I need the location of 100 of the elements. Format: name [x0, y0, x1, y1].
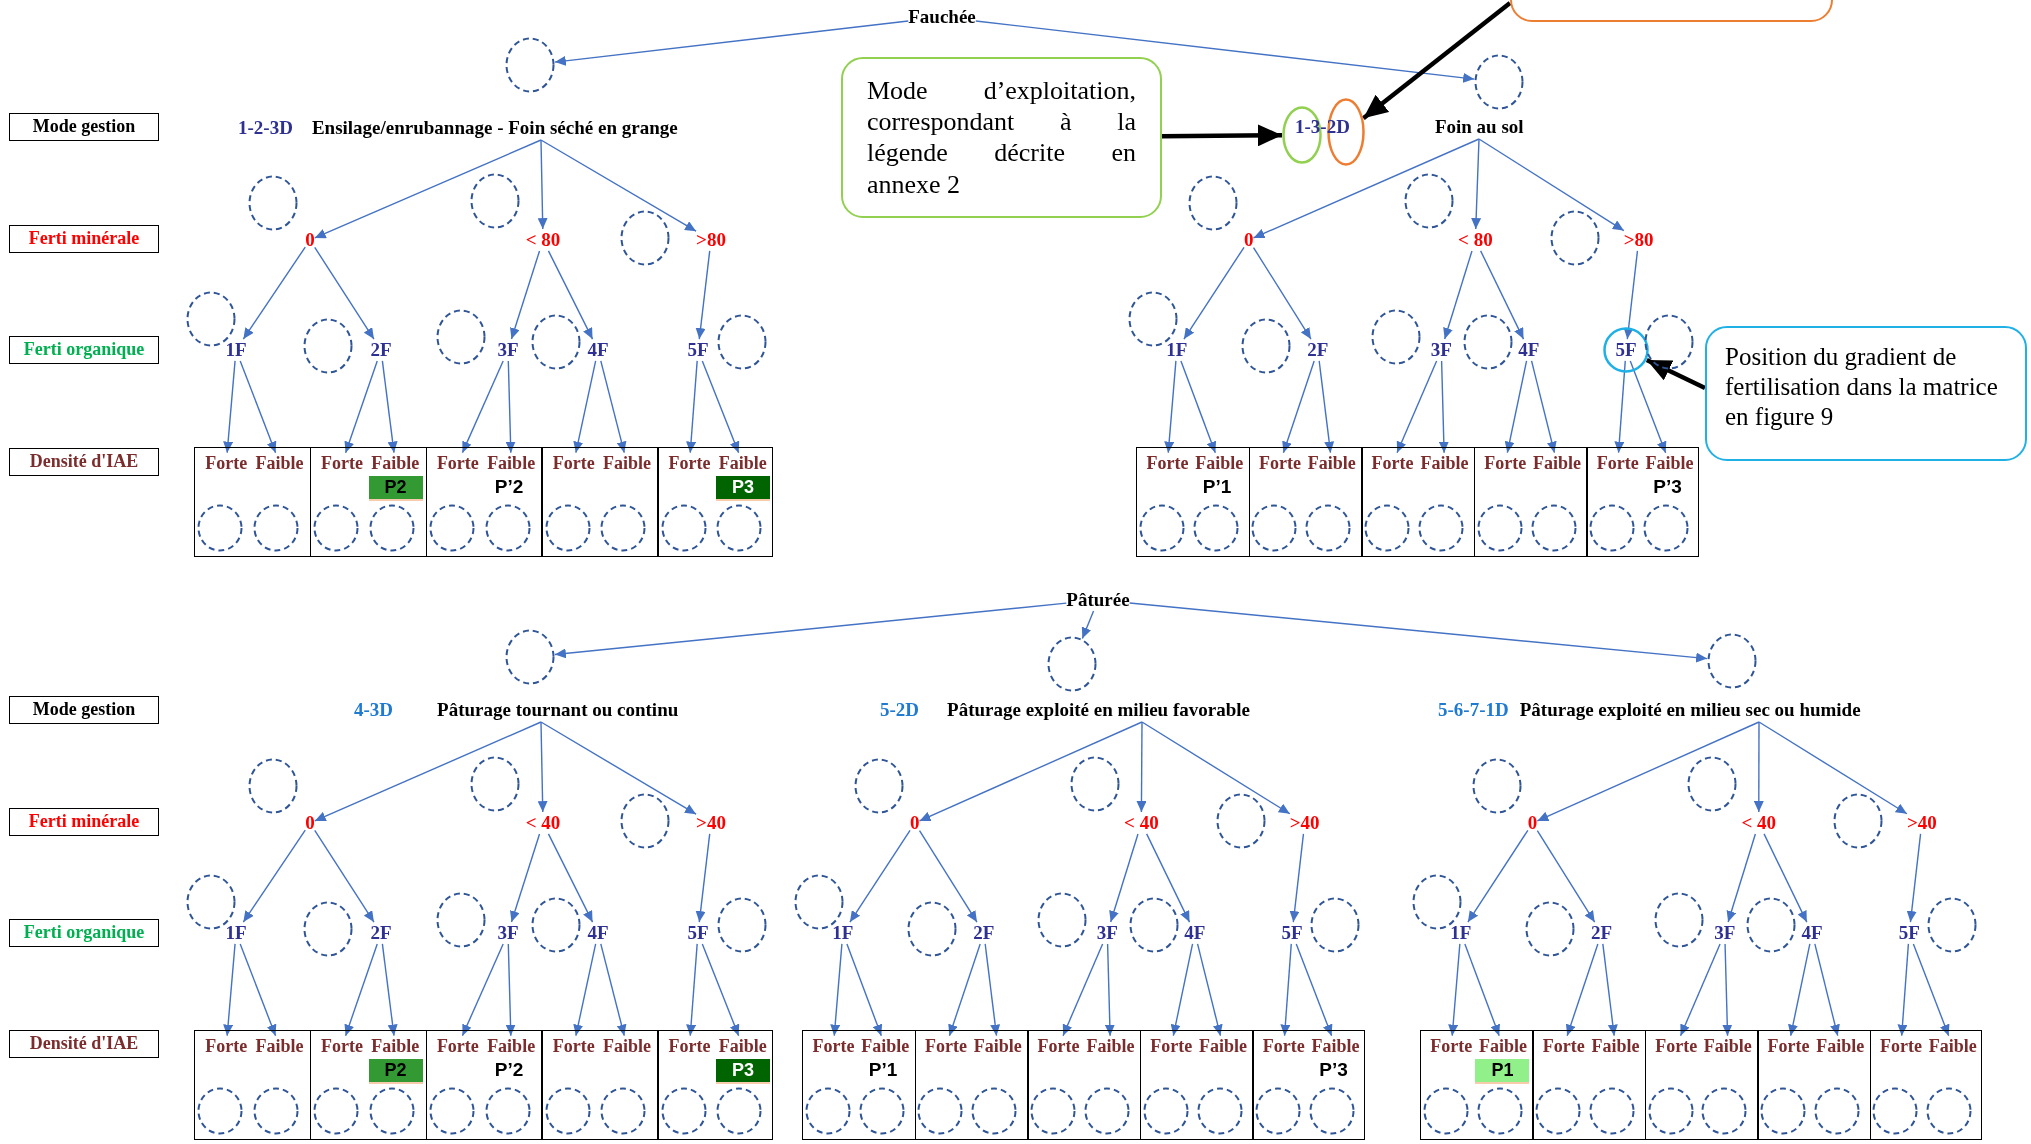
arrow	[314, 721, 542, 822]
arrow	[1438, 360, 1449, 454]
dashed-circle	[1647, 1087, 1694, 1135]
organic-fertilization-label: 2F	[1307, 339, 1329, 361]
arrow	[554, 602, 1068, 659]
arrow	[1758, 721, 1908, 815]
mode-code: 4-3D	[354, 698, 394, 722]
arrow	[695, 833, 711, 923]
organic-fertilization-label: 4F	[1518, 339, 1540, 361]
density-level-label: Faible	[602, 1035, 651, 1057]
dashed-circle	[1196, 1087, 1243, 1135]
dashed-circle	[1138, 504, 1185, 552]
arrow	[505, 360, 516, 454]
arrow	[314, 139, 542, 239]
arrow	[1602, 943, 1618, 1037]
arrow	[1280, 943, 1292, 1037]
arrow	[537, 721, 548, 813]
density-table	[1420, 1030, 1982, 1140]
arrow	[1467, 829, 1529, 923]
dashed-circle	[1422, 1087, 1469, 1135]
highlight-circle	[1603, 327, 1650, 373]
dashed-circle	[313, 504, 360, 552]
arrow	[600, 943, 627, 1037]
arrow	[1170, 943, 1194, 1037]
arrow	[242, 829, 306, 923]
density-level-label: Forte	[1542, 1035, 1585, 1057]
dashed-circle	[1084, 1087, 1130, 1135]
dashed-circle	[470, 173, 520, 229]
mineral-fertilization-label: >80	[1623, 229, 1654, 251]
category-label: Ferti minérale	[9, 808, 159, 836]
density-level-label: Forte	[1655, 1035, 1698, 1057]
arrow	[1478, 138, 1625, 232]
arrow	[1081, 610, 1095, 640]
density-level-label: Forte	[1262, 1035, 1305, 1057]
density-table	[802, 1030, 1365, 1140]
dashed-circle	[1643, 314, 1694, 370]
organic-fertilization-label: 4F	[1801, 922, 1823, 944]
category-label: Ferti organique	[9, 919, 159, 947]
dashed-circle	[1047, 636, 1097, 692]
density-level-label: Forte	[1150, 1035, 1193, 1057]
dashed-circle	[1643, 504, 1690, 552]
plot-badge: P2	[368, 1059, 423, 1084]
dashed-circle	[1187, 175, 1238, 231]
arrow	[1623, 250, 1639, 340]
branch-label: Fauchée	[908, 6, 976, 28]
density-level-label: Forte	[436, 452, 479, 474]
arrow	[830, 943, 843, 1037]
density-level-label: Forte	[321, 452, 364, 474]
arrow	[381, 360, 398, 454]
category-label: Densité d'IAE	[9, 448, 159, 476]
mineral-fertilization-label: < 40	[1124, 812, 1159, 834]
density-table	[1136, 447, 1699, 557]
arrow	[314, 246, 375, 340]
arrow	[540, 139, 697, 232]
density-level-label: Faible	[487, 1035, 536, 1057]
dashed-circle	[1418, 504, 1464, 552]
arrow	[554, 20, 909, 66]
mineral-fertilization-label: < 40	[1741, 812, 1777, 834]
arrow	[686, 360, 698, 454]
arrow	[1536, 721, 1760, 822]
density-level-label: Faible	[1645, 452, 1694, 474]
arrow	[1479, 250, 1525, 340]
organic-fertilization-label: 1F	[225, 922, 247, 944]
dashed-circle	[971, 1087, 1018, 1135]
plot-label: P’1	[1202, 476, 1232, 498]
organic-fertilization-label: 3F	[1714, 922, 1736, 944]
arrow	[510, 250, 541, 340]
density-level-label: Faible	[487, 452, 536, 474]
arrow	[1252, 138, 1480, 239]
dashed-circle	[505, 37, 555, 93]
organic-fertilization-label: 5F	[1281, 922, 1303, 944]
density-level-label: Forte	[1484, 452, 1527, 474]
density-table	[194, 1030, 773, 1140]
dashed-circle	[917, 1087, 964, 1135]
arrow	[1318, 360, 1335, 454]
arrow	[1679, 943, 1721, 1037]
density-level-label: Forte	[1596, 452, 1639, 474]
organic-fertilization-label: 1F	[225, 339, 247, 361]
density-level-label: Faible	[973, 1035, 1022, 1057]
organic-fertilization-label: 2F	[1590, 922, 1613, 944]
arrow	[1504, 360, 1528, 454]
dashed-circle	[1309, 1087, 1356, 1135]
density-level-label: Faible	[255, 452, 304, 474]
dashed-circle	[858, 1087, 905, 1135]
dashed-circle	[313, 1087, 360, 1135]
dashed-circle	[368, 1087, 415, 1135]
dashed-circle	[253, 1087, 300, 1135]
dashed-circle	[716, 1087, 763, 1135]
arrow	[695, 250, 711, 340]
density-level-label: Forte	[552, 452, 595, 474]
arrow	[1164, 360, 1177, 454]
organic-fertilization-label: 1F	[1450, 922, 1472, 944]
arrow	[239, 943, 277, 1037]
density-level-label: Faible	[1479, 1035, 1528, 1057]
arrow	[948, 943, 981, 1037]
arrow	[1104, 943, 1115, 1037]
arrow	[1448, 943, 1461, 1037]
dashed-circle	[1746, 897, 1797, 953]
mode-code: 5-6-7-1D	[1438, 698, 1509, 722]
arrow	[540, 721, 697, 815]
